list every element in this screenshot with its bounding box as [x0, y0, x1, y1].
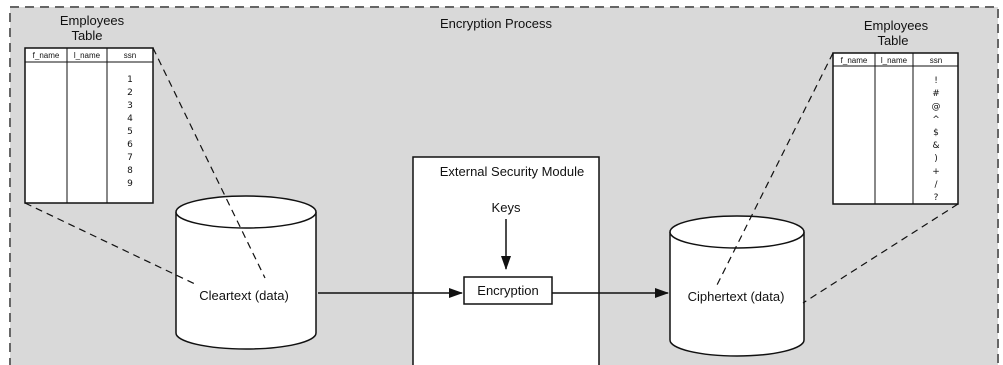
right-table-ssn-value: ^: [932, 115, 940, 125]
security-module-label: External Security Module: [440, 164, 585, 179]
external-security-module: External Security Module Keys Encryption: [412, 156, 600, 365]
left-table-ssn-value: 9: [127, 179, 133, 189]
left-table-col-ssn: ssn: [124, 51, 136, 60]
right-table-title-line1: Employees: [864, 18, 929, 33]
right-table-ssn-value: !: [934, 76, 938, 86]
right-table-ssn-value: +: [932, 167, 940, 177]
left-table-col-fname: f_name: [33, 51, 60, 60]
right-table-col-lname: l_name: [881, 56, 908, 65]
ciphertext-db-body: [669, 232, 805, 357]
left-table-col-lname: l_name: [74, 51, 101, 60]
ciphertext-db-top: [669, 215, 805, 249]
right-zoom-line-top: [716, 52, 834, 286]
encryption-box: [463, 276, 553, 305]
left-table-title-line2: Table: [71, 28, 102, 43]
left-table-frame: [24, 47, 154, 204]
cleartext-db-label: Cleartext (data): [199, 288, 289, 303]
encryption-label: Encryption: [477, 283, 538, 298]
diagram-title: Encryption Process: [440, 16, 552, 31]
left-zoom-line-top: [152, 47, 266, 279]
left-table-ssn-value: 6: [127, 140, 133, 150]
right-table-ssn-values: ! # @ ^ $ &) + /?: [932, 76, 941, 203]
zoom-lines: [24, 47, 959, 304]
left-table-ssn-values: 1 2 3 4 5 6 7 8 9: [127, 75, 133, 189]
left-table-ssn-value: 1: [127, 75, 133, 85]
left-table-title-line1: Employees: [60, 13, 125, 28]
right-table-frame: [832, 52, 959, 205]
right-table-ssn-value: @: [932, 102, 941, 112]
cleartext-database: Cleartext (data): [175, 195, 317, 350]
right-table-col-ssn: ssn: [930, 56, 942, 65]
right-table-ssn-value: ): [934, 154, 938, 164]
left-table-ssn-value: 5: [127, 127, 133, 137]
left-table-ssn-value: 8: [127, 166, 133, 176]
right-table-ssn-value: /: [934, 180, 938, 190]
left-employees-table: Employees Table f_name l_name ssn 1 2 3 4 5 6…: [24, 13, 154, 204]
right-table-ssn-value: $: [933, 128, 939, 138]
cleartext-db-body: [175, 212, 317, 350]
left-table-ssn-value: 3: [127, 101, 133, 111]
right-table-title-line2: Table: [877, 33, 908, 48]
cleartext-db-top: [175, 195, 317, 229]
ciphertext-database: Ciphertext (data): [669, 215, 805, 357]
left-table-ssn-value: 4: [127, 114, 133, 124]
right-table-ssn-value: #: [932, 89, 940, 99]
left-table-ssn-value: 7: [127, 153, 133, 163]
right-table-ssn-value: &: [932, 141, 939, 151]
right-zoom-line-bottom: [802, 203, 959, 304]
ciphertext-db-label: Ciphertext (data): [688, 289, 785, 304]
right-table-ssn-value: ?: [934, 193, 939, 203]
right-employees-table: Employees Table f_name l_name ssn ! # @ ^ $ &…: [832, 18, 959, 205]
left-table-ssn-value: 2: [127, 88, 133, 98]
keys-label: Keys: [492, 200, 521, 215]
left-zoom-line-bottom: [24, 202, 198, 286]
right-table-col-fname: f_name: [841, 56, 868, 65]
